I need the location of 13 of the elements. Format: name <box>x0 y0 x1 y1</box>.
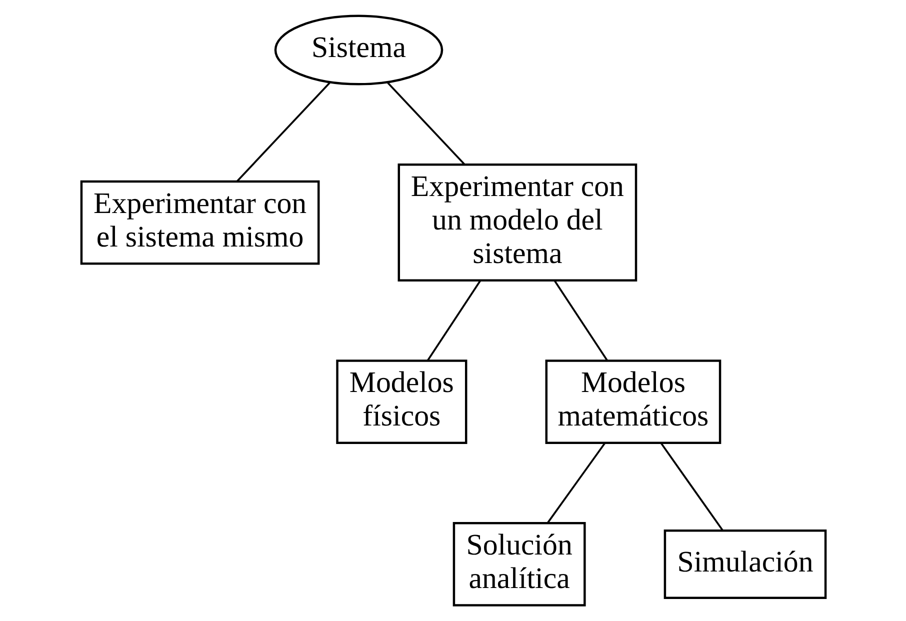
connector <box>553 280 608 362</box>
node-box: Experimentar con el sistema mismo <box>80 180 320 265</box>
node-box: Experimentar con un modelo del sistema <box>397 164 637 282</box>
connector <box>660 442 724 532</box>
node-ellipse: Sistema <box>274 14 443 86</box>
connector <box>386 82 465 166</box>
connector <box>426 280 481 362</box>
node-box: Simulación <box>663 530 826 599</box>
connector <box>236 82 330 182</box>
connector <box>546 442 606 524</box>
node-box: Solución analítica <box>452 522 586 606</box>
node-box: Modelos matemáticos <box>544 360 721 444</box>
node-box: Modelos físicos <box>336 360 467 444</box>
